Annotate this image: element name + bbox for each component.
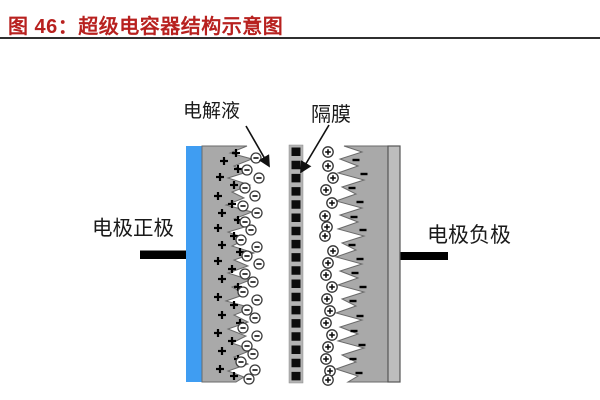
anion-icon [241,304,253,316]
negative-electrode-label: 电极负极 [427,224,511,247]
anion-icon [247,348,259,360]
title-rule [0,37,600,39]
anion-icon [237,322,249,334]
anion-icon [235,356,247,368]
cation-icon [321,340,335,354]
anion-icon [243,373,255,385]
electrolyte-leader-arrow [245,125,270,168]
anion-icon [253,258,265,270]
cation-icon [319,352,333,366]
anion-icon [237,286,249,298]
anion-icon [251,241,263,253]
cation-icon [318,230,332,242]
positive-lead-bar [140,250,187,259]
negative-electrode-body [334,145,389,383]
electrolyte-label: 电解液 [183,100,240,122]
anion-icon [249,190,261,202]
cation-icon [319,184,333,196]
separator-label: 隔膜 [311,103,351,126]
anion-icon [239,268,251,280]
figure-title: 图 46：超级电容器结构示意图 [8,16,284,38]
cation-icon [321,160,335,172]
anion-icon [245,224,257,236]
anion-icon [253,172,265,184]
anion-icon [251,294,263,306]
anion-icon [247,276,259,288]
positive-electrode-label: 电极正极 [92,217,174,240]
anion-icon [251,207,263,219]
negative-collector [387,145,401,383]
anion-icon [237,200,249,212]
positive-collector [186,146,202,382]
anion-icon [251,330,263,342]
cation-ions-group [318,146,340,387]
cation-icon [319,316,333,330]
anion-icon [235,234,247,246]
cation-icon [318,210,332,222]
separator-leader-arrow [300,124,330,174]
anion-icon [250,152,262,164]
cation-icon [321,373,335,387]
anion-icon [241,250,253,262]
anion-icon [249,312,261,324]
anion-icon [239,182,251,194]
cation-icon [323,304,337,318]
cation-icon [325,328,339,342]
negative-lead-bar [399,252,448,260]
anion-icon [249,364,261,376]
cation-icon [321,146,335,158]
anion-icon [241,164,253,176]
cation-icon [325,280,339,294]
cation-icon [326,245,340,258]
cation-icon [326,172,340,184]
cation-icon [320,292,334,306]
cation-icon [321,256,335,270]
cation-icon [325,197,339,209]
cation-icon [319,268,333,282]
